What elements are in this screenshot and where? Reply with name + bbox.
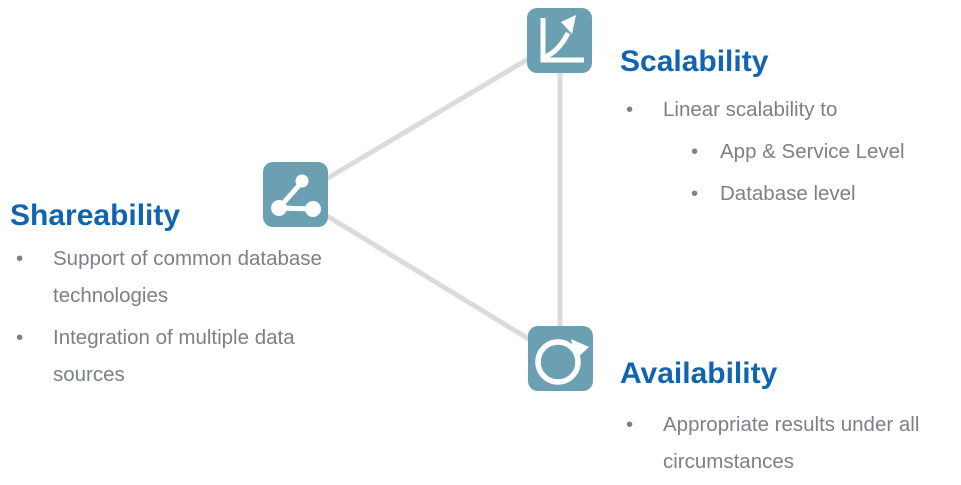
bullet-dot: • [626,413,634,436]
node-scalability: Scalability • Linear scalability to • Ap… [620,44,960,217]
node-bullets-availability: • Appropriate results under all circumst… [620,406,961,480]
node-availability: Availability • Appropriate results under… [620,356,961,485]
bullet-text: Database level [720,182,856,205]
bullet-dot: • [626,98,634,121]
node-bullets-shareability: • Support of common database technologie… [10,240,365,393]
share-nodes-icon [263,162,328,227]
bullet-dot: • [16,326,24,349]
growth-chart-icon [527,8,592,73]
list-item: • Database level [620,175,960,212]
node-title-availability: Availability [620,357,778,390]
node-title-scalability: Scalability [620,45,769,78]
node-bullets-scalability: • Linear scalability to • App & Service … [620,91,960,212]
bullet-text: Integration of multiple data sources [53,326,295,386]
list-item: • Appropriate results under all circumst… [620,406,961,480]
bullet-dot: • [16,247,24,270]
node-shareability: Shareability • Support of common databas… [10,198,365,398]
bullet-text: App & Service Level [720,140,905,163]
list-item: • Linear scalability to [620,91,960,128]
bullet-text: Linear scalability to [663,98,838,121]
connector-line-shareability-scalability [294,37,562,200]
bullet-dot: • [691,140,699,163]
connector-line-shareability-availability [294,194,562,361]
node-title-shareability: Shareability [10,199,181,232]
list-item: • App & Service Level [620,133,960,170]
list-item: • Integration of multiple data sources [10,319,365,393]
bullet-text: Appropriate results under all circumstan… [663,413,920,473]
bullet-text: Support of common database technologies [53,247,322,307]
list-item: • Support of common database technologie… [10,240,365,314]
bullet-dot: • [691,182,699,205]
refresh-arrow-icon [528,326,593,391]
